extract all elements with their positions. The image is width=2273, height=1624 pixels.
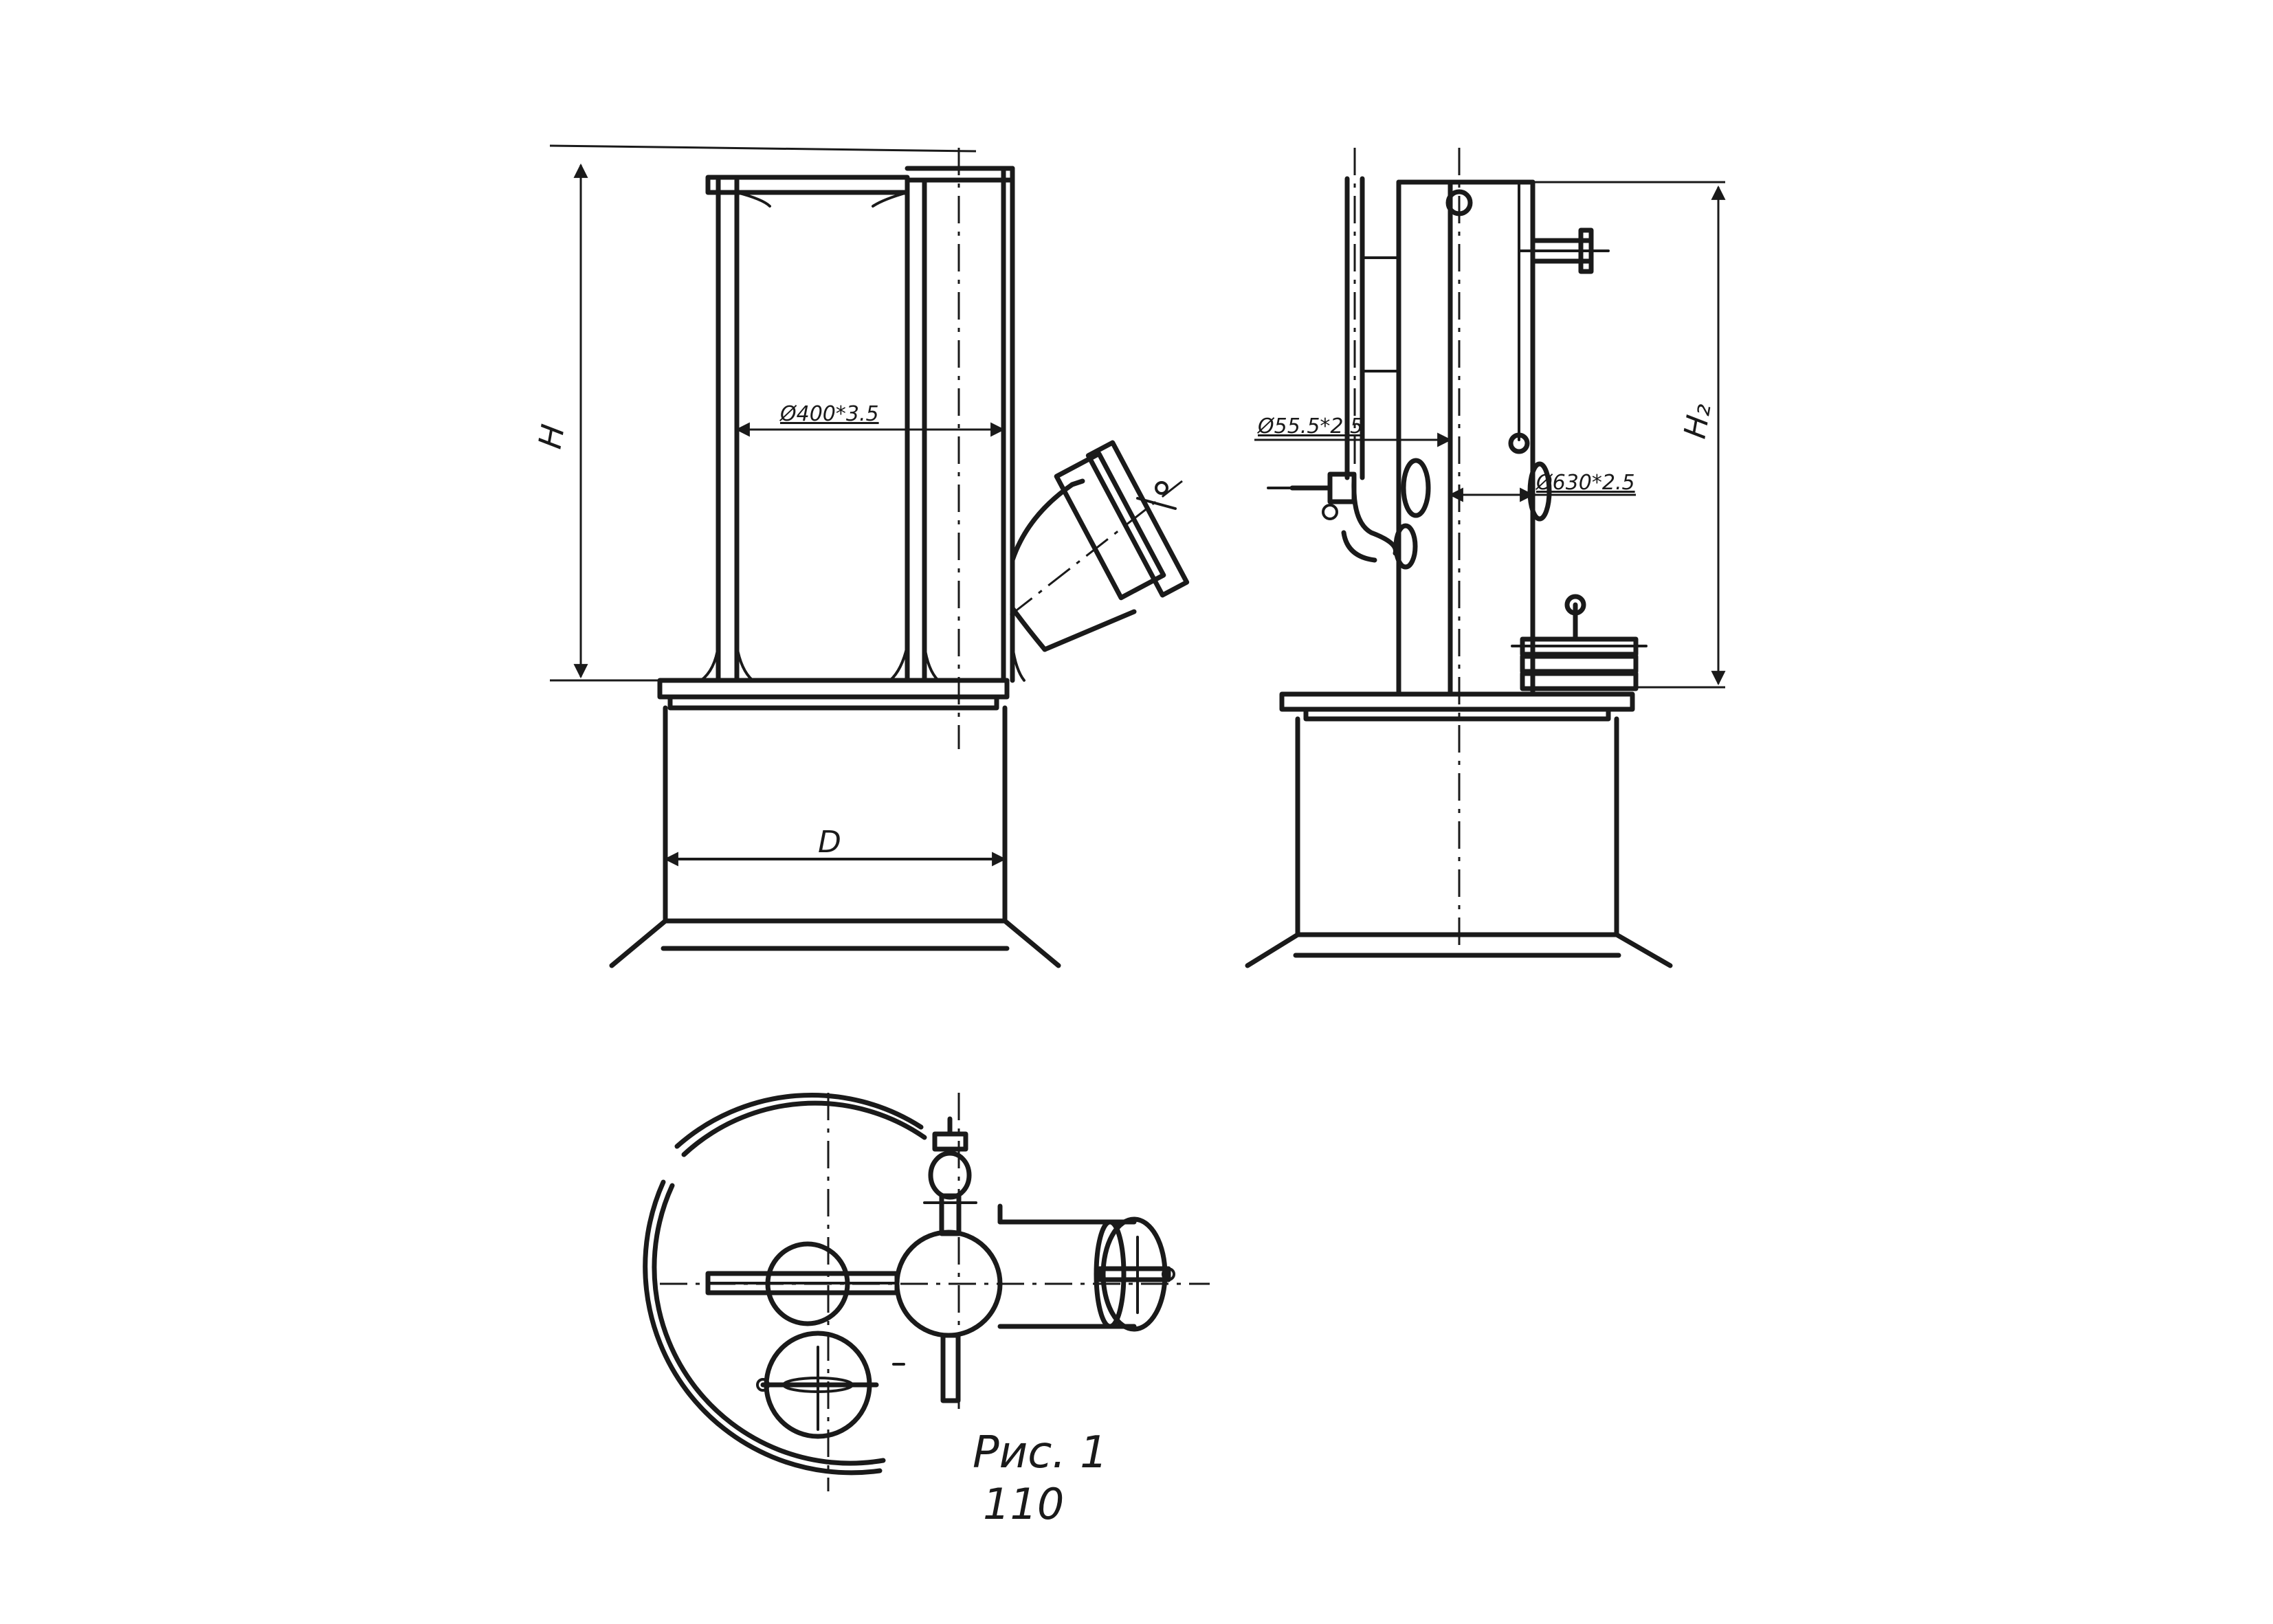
side-shell-dimension: Ø630*2.5 xyxy=(1448,471,1636,502)
plan-right-nozzle xyxy=(997,1203,1175,1332)
front-base-dimension: D xyxy=(663,825,1007,867)
front-base-label: D xyxy=(818,825,841,860)
side-view: Ø55.5*2.5 Ø630*2.5 H₂ xyxy=(1245,148,1726,968)
side-height-label: H₂ xyxy=(1678,401,1718,441)
front-diameter-label: Ø400*3.5 xyxy=(779,402,879,426)
front-diameter-dimension: Ø400*3.5 xyxy=(735,402,1006,437)
front-base-shell xyxy=(609,705,1061,968)
plan-lower-vessel xyxy=(756,1331,879,1439)
front-angled-nozzle xyxy=(1010,440,1190,652)
side-height-dimension: H₂ xyxy=(1519,181,1726,689)
side-shell-label: Ø630*2.5 xyxy=(1535,471,1635,495)
plan-top-valve xyxy=(923,1116,977,1236)
figure-caption: Рис. 1 xyxy=(973,1427,1108,1478)
page-number: 110 xyxy=(983,1479,1064,1529)
side-main-shell xyxy=(1396,148,1535,962)
side-pipe-label: Ø55.5*2.5 xyxy=(1256,414,1363,438)
side-base-shell xyxy=(1245,716,1673,968)
front-deck-plate xyxy=(657,678,1010,711)
side-upper-nozzle xyxy=(1518,227,1610,274)
front-height-label: H xyxy=(531,421,572,451)
plan-lower-pipe xyxy=(892,1333,961,1403)
side-lower-manhole xyxy=(1511,594,1648,691)
side-gauge-tube xyxy=(1289,148,1431,570)
plan-outer-ring xyxy=(674,1092,924,1149)
plan-view xyxy=(643,1092,1210,1491)
caption: Рис. 1 110 xyxy=(973,1427,1108,1529)
side-deck-plate xyxy=(1279,691,1635,722)
plan-left-vessel xyxy=(705,1241,900,1326)
front-height-dimension: H xyxy=(531,144,977,682)
side-pipe-dimension: Ø55.5*2.5 xyxy=(1254,414,1452,489)
front-view: H Ø400*3.5 D xyxy=(531,144,1190,968)
